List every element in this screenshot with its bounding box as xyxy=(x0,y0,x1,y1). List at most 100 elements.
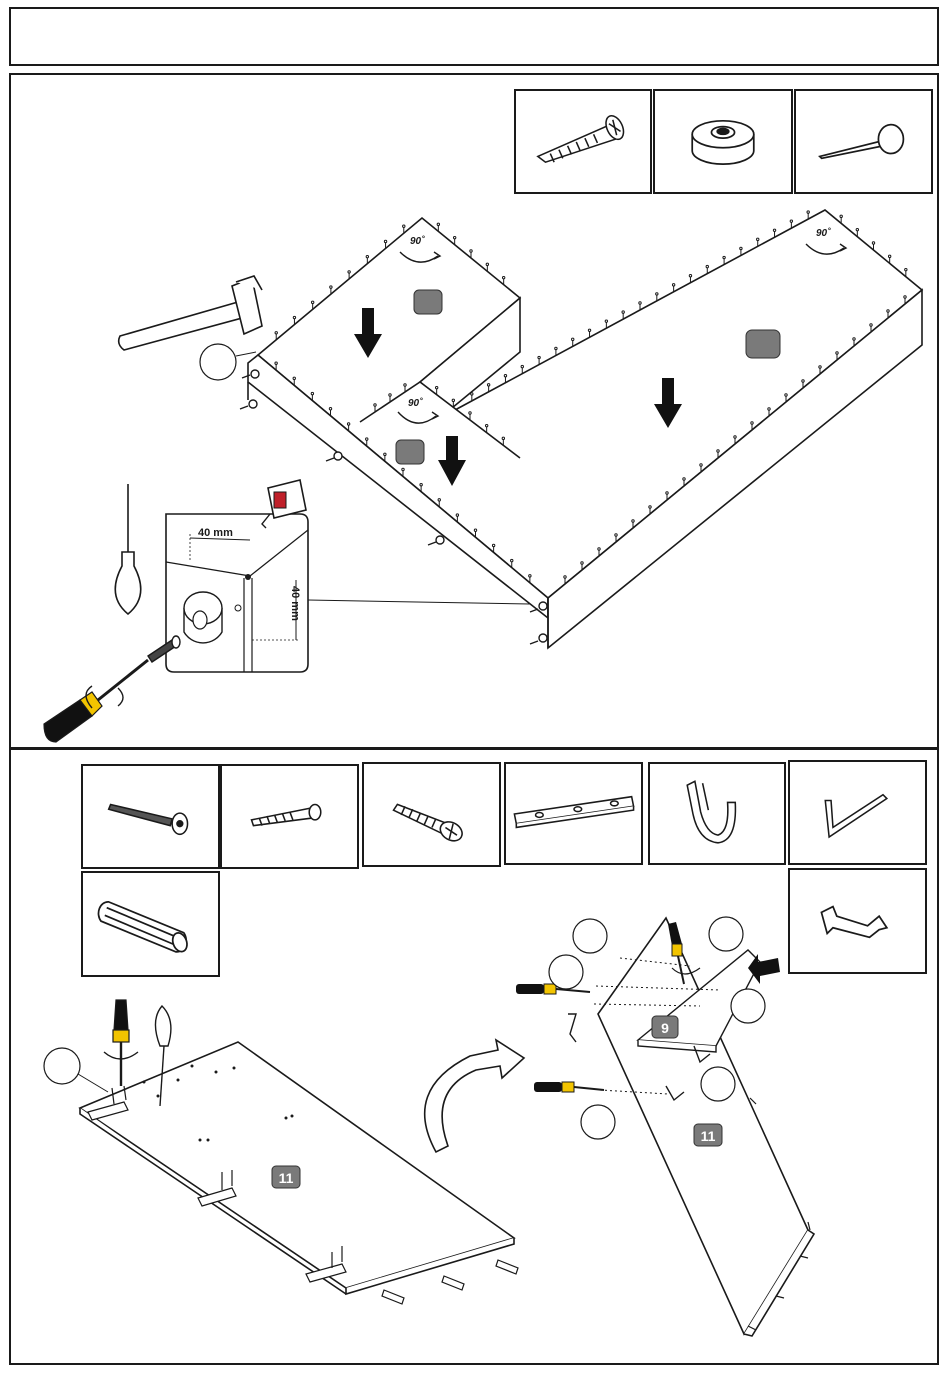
nail-head xyxy=(311,301,313,303)
nail-head xyxy=(384,240,386,242)
nail-head xyxy=(293,377,295,379)
nail-head xyxy=(529,575,531,577)
nail-head xyxy=(723,256,725,258)
nail-head xyxy=(790,220,792,222)
nail-head xyxy=(487,384,489,386)
nail-head xyxy=(311,392,313,394)
nail-head xyxy=(456,514,458,516)
nail-head xyxy=(836,352,838,354)
nail-head xyxy=(348,271,350,273)
nail-head xyxy=(555,347,557,349)
nail-head xyxy=(785,394,787,396)
nail-head xyxy=(717,450,719,452)
shelf-label: 9 xyxy=(652,1016,678,1038)
nail-head xyxy=(564,576,566,578)
nail-head xyxy=(802,380,804,382)
nail-head xyxy=(420,483,422,485)
nail-head xyxy=(470,250,472,252)
flip-arrow-icon xyxy=(425,1040,524,1152)
callout-circle xyxy=(44,1048,80,1084)
leader-line xyxy=(308,600,530,604)
awl-icon xyxy=(115,484,140,614)
nail-head xyxy=(485,424,487,426)
nail-head xyxy=(538,356,540,358)
hammer-icon xyxy=(119,276,262,350)
screwdriver-icon xyxy=(44,660,148,742)
nail-head xyxy=(888,255,890,257)
nail-head xyxy=(683,478,685,480)
angle-label: 90˚ xyxy=(410,235,425,247)
nail-head xyxy=(572,338,574,340)
nail-head xyxy=(672,284,674,286)
nail-head xyxy=(622,311,624,313)
svg-text:9: 9 xyxy=(661,1020,669,1036)
dimension-label-vertical: 40 mm xyxy=(289,586,301,621)
nail-head xyxy=(870,324,872,326)
screwdriver-icon xyxy=(516,984,590,994)
nail-head xyxy=(689,275,691,277)
nail-head xyxy=(887,310,889,312)
nail-head xyxy=(389,394,391,396)
nail-head xyxy=(511,559,513,561)
part-marker xyxy=(414,290,442,314)
nail-head xyxy=(403,225,405,227)
svg-text:11: 11 xyxy=(701,1128,716,1144)
nail-head xyxy=(435,386,437,388)
nail-head xyxy=(905,268,907,270)
nail-head xyxy=(840,215,842,217)
part-marker xyxy=(396,440,424,464)
nail-head xyxy=(615,534,617,536)
nail-head xyxy=(347,423,349,425)
nail-head xyxy=(366,438,368,440)
nail-head xyxy=(521,365,523,367)
nail-head xyxy=(492,544,494,546)
nail-head xyxy=(330,286,332,288)
nail-head xyxy=(649,506,651,508)
nail-head xyxy=(452,399,454,401)
nail-head xyxy=(807,211,809,213)
nail-head xyxy=(734,436,736,438)
nail-head xyxy=(740,247,742,249)
nail-head xyxy=(437,223,439,225)
nail-head xyxy=(853,338,855,340)
nail-head xyxy=(632,520,634,522)
nail-head xyxy=(502,276,504,278)
nail-head xyxy=(275,332,277,334)
nail-head xyxy=(374,404,376,406)
nail-head xyxy=(751,422,753,424)
nail-head xyxy=(856,228,858,230)
nail-head xyxy=(453,236,455,238)
nail-head xyxy=(666,492,668,494)
nail-head xyxy=(757,238,759,240)
nail-head xyxy=(471,393,473,395)
detail-callout: 40 mm 40 mm xyxy=(166,514,308,672)
nail-head xyxy=(588,329,590,331)
nail-head xyxy=(706,265,708,267)
nail-head xyxy=(329,408,331,410)
callout-circle xyxy=(200,344,236,380)
nail-head xyxy=(438,499,440,501)
nail-head xyxy=(474,529,476,531)
nail-head xyxy=(605,320,607,322)
angle-label: 90˚ xyxy=(408,397,423,409)
nail-head xyxy=(872,242,874,244)
nail-head xyxy=(768,408,770,410)
nail-head xyxy=(486,263,488,265)
nail-head xyxy=(819,366,821,368)
nail-head xyxy=(402,468,404,470)
nail-head xyxy=(639,302,641,304)
nail-head xyxy=(773,229,775,231)
nail-head xyxy=(366,255,368,257)
dimension-label-horizontal: 40 mm xyxy=(198,527,233,539)
nail-head xyxy=(700,464,702,466)
nail-head xyxy=(275,362,277,364)
nail-head xyxy=(502,437,504,439)
nail-head xyxy=(404,384,406,386)
nail-head xyxy=(581,562,583,564)
nail-head xyxy=(469,412,471,414)
nail-head xyxy=(656,293,658,295)
nail-head xyxy=(293,316,295,318)
svg-text:11: 11 xyxy=(279,1170,294,1186)
angle-label: 90˚ xyxy=(816,227,831,239)
